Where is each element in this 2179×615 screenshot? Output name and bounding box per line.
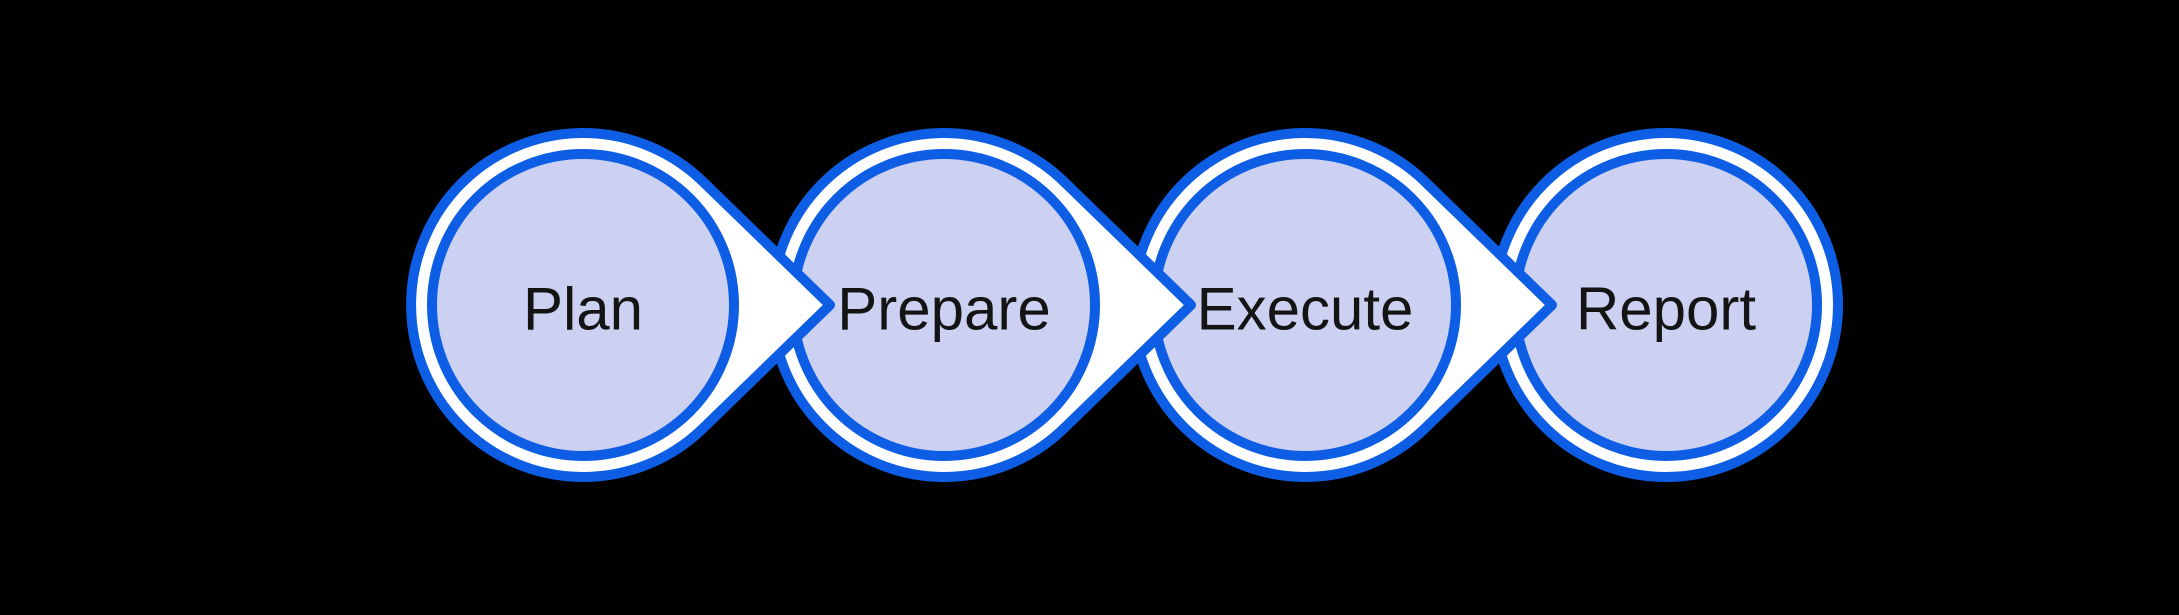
stage-plan: Plan [406, 128, 835, 482]
stage-prepare: Prepare [767, 128, 1196, 482]
stage-label: Execute [1197, 276, 1414, 343]
stage-label: Report [1576, 276, 1756, 343]
stage-label: Prepare [837, 276, 1050, 343]
stage-label: Plan [523, 276, 643, 343]
stages-layer: Report Execute Prepare Plan [406, 128, 1843, 482]
stage-circle [427, 149, 739, 461]
stage-report: Report [1489, 128, 1843, 482]
